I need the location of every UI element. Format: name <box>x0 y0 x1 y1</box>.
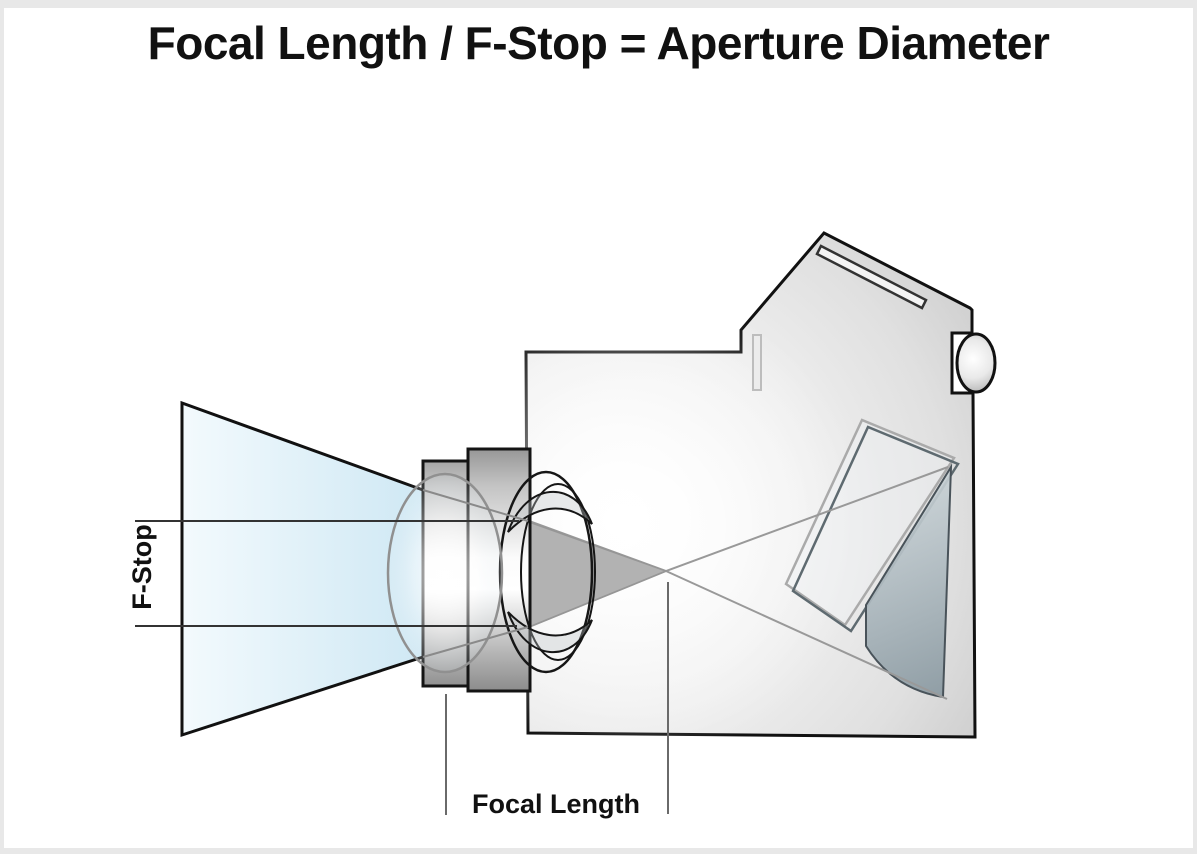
hot-shoe <box>815 244 928 310</box>
body-slot-detail <box>752 334 762 391</box>
refraction-line-top <box>422 489 529 522</box>
page-title: Focal Length / F-Stop = Aperture Diamete… <box>147 17 1050 69</box>
reflex-mirror-back <box>784 418 956 627</box>
incoming-light-cone <box>182 403 423 735</box>
light-cone-outline <box>180 400 424 738</box>
front-lens-element <box>386 472 504 674</box>
f-stop-label: F-Stop <box>127 524 157 610</box>
focal-length-label: Focal Length <box>472 789 640 819</box>
viewfinder-eyepiece <box>955 332 997 394</box>
reflex-mirror-front <box>791 425 960 633</box>
refraction-line-bottom <box>422 626 529 658</box>
